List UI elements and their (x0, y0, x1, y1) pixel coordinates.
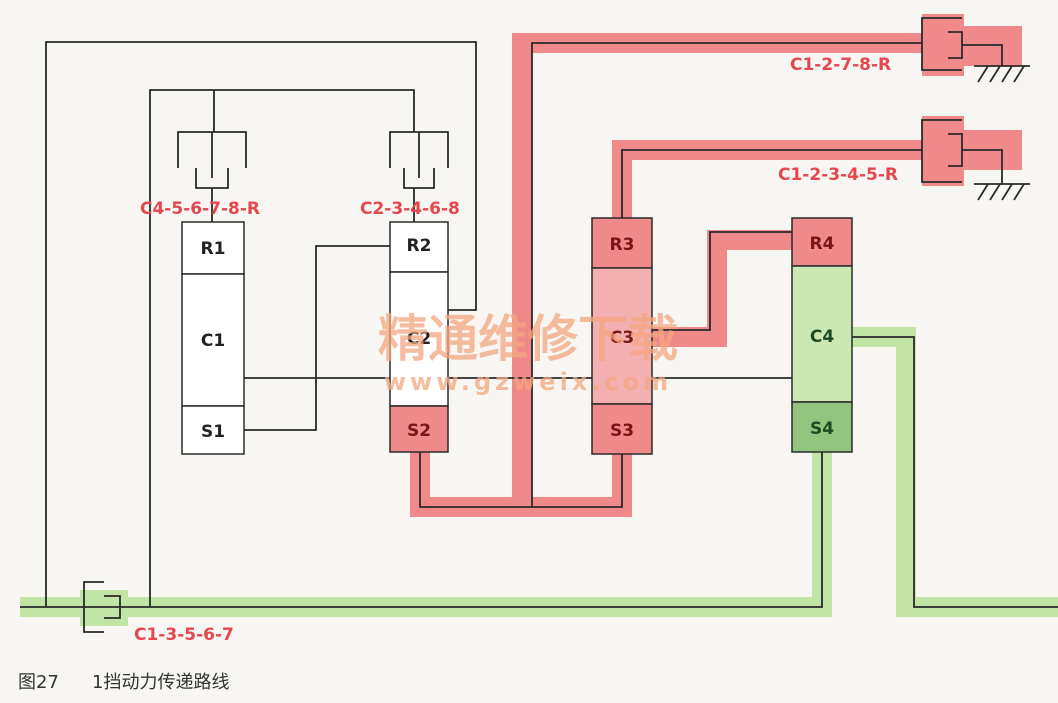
figure-number: 图27 (18, 672, 59, 693)
label-clutch-c2-3-4-6-8: C2-3-4-6-8 (360, 199, 460, 219)
shaft-lines (20, 41, 1058, 608)
gearset-4 (791, 217, 853, 453)
label-c1: C1 (201, 331, 225, 351)
label-s2: S2 (407, 421, 431, 441)
clutch-c4-5-6-7-8-r (177, 131, 247, 189)
label-brake-c1-2-3-4-5-r: C1-2-3-4-5-R (778, 165, 898, 185)
label-r3: R3 (610, 235, 635, 255)
red-power-path (410, 33, 948, 517)
watermark-url: www.gzweix.com (384, 368, 672, 396)
label-clutch-c4-5-6-7-8-r: C4-5-6-7-8-R (140, 199, 260, 219)
label-s4: S4 (810, 419, 834, 439)
gearset-2 (389, 221, 449, 453)
label-c2: C2 (407, 329, 431, 349)
brake-c1-2-3-4-5-r (921, 119, 1030, 201)
label-brake-c1-2-7-8-r: C1-2-7-8-R (790, 55, 891, 75)
label-c4: C4 (810, 327, 834, 347)
label-s1: S1 (201, 422, 225, 442)
label-c3: C3 (610, 328, 634, 348)
label-s3: S3 (610, 421, 634, 441)
brake-c1-2-7-8-r (921, 17, 1030, 83)
label-r4: R4 (810, 234, 835, 254)
label-clutch-c1-3-5-6-7: C1-3-5-6-7 (134, 625, 234, 645)
clutch-c2-3-4-6-8 (389, 131, 449, 189)
label-r2: R2 (407, 236, 432, 256)
red-brake-housings (922, 14, 1022, 186)
label-r1: R1 (201, 239, 226, 259)
clutch-c1-3-5-6-7 (83, 581, 121, 633)
watermark-title: 精通维修下载 (378, 310, 678, 368)
figure-caption: 1挡动力传递路线 (92, 672, 229, 693)
gearset-1 (181, 221, 245, 455)
